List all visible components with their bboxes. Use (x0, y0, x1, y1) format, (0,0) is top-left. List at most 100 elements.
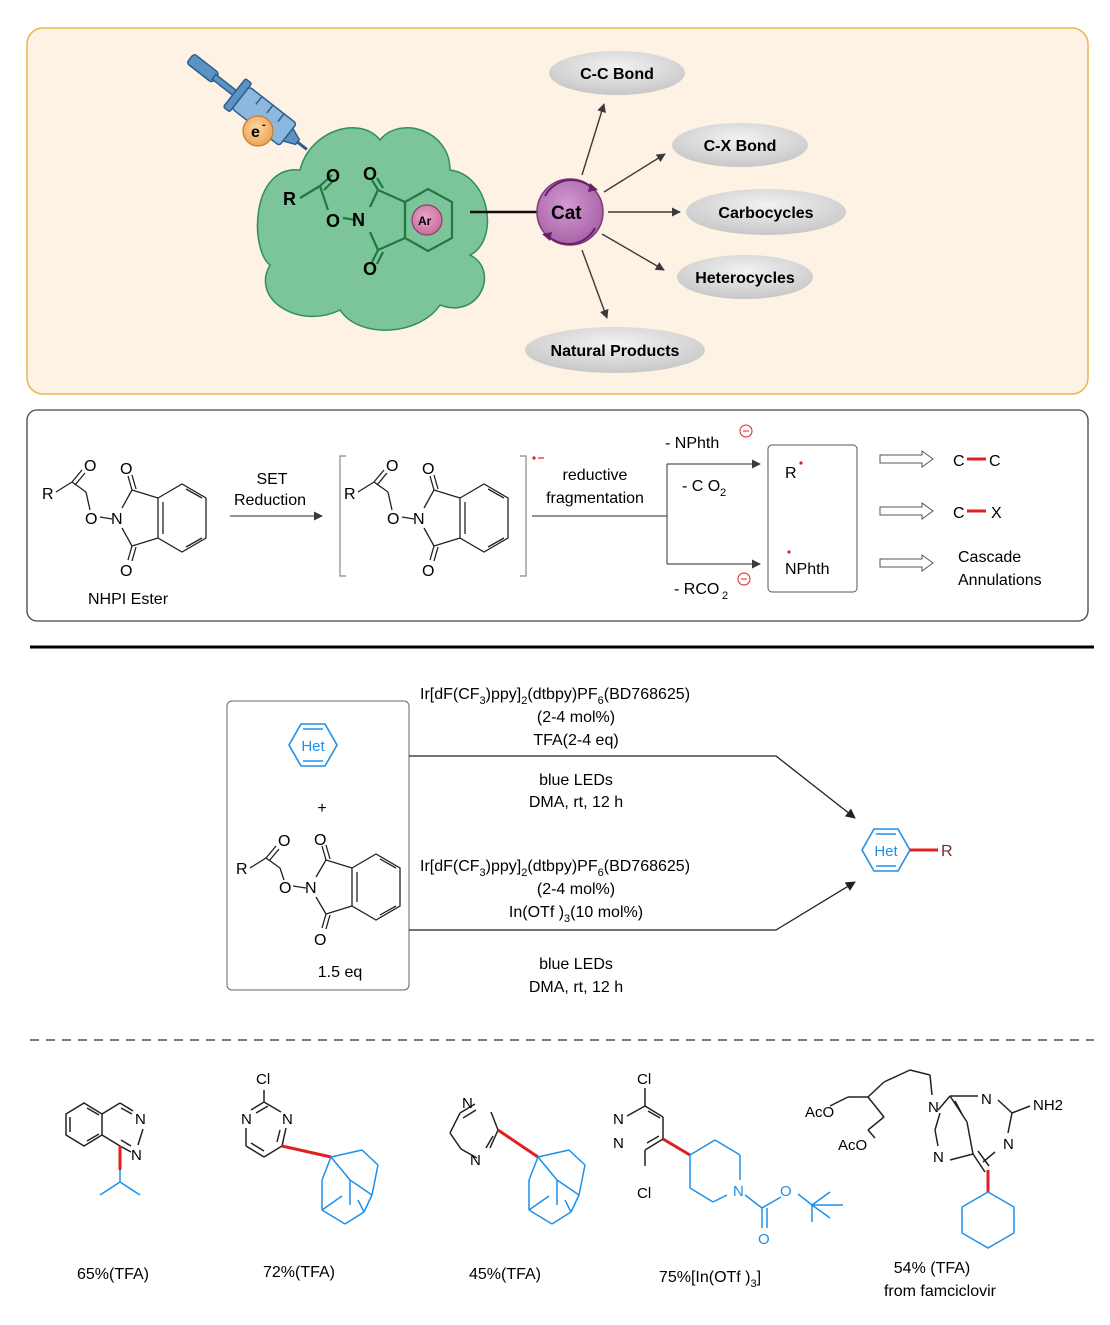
ester-R: R (42, 486, 54, 503)
svg-text:N: N (282, 1111, 293, 1128)
open-arrow-icon (879, 450, 934, 572)
cloud-shape (256, 127, 489, 331)
adamantane-blue (321, 1149, 379, 1225)
catalyst-label: Cat (551, 203, 582, 224)
reactant-O2: O (279, 880, 291, 897)
cond-bottom-loading: (2-4 mol%) (537, 881, 615, 898)
arrow-natural (581, 249, 609, 319)
svg-text:N: N (470, 1152, 481, 1169)
ester-O2: O (85, 511, 97, 528)
ester-O1: O (84, 458, 96, 475)
svg-text:Heterocycles: Heterocycles (695, 270, 795, 287)
arrow-bottom-condition (409, 881, 856, 931)
product-het-label: Het (874, 843, 898, 860)
svg-text:N: N (733, 1183, 744, 1200)
reactants-box (226, 700, 410, 991)
svg-text:C-C Bond: C-C Bond (580, 66, 654, 83)
top-panel: e - R O O N O O Ar (26, 27, 1089, 395)
examples-row: N N 65%(TFA) C (65, 1069, 1063, 1300)
mol-R: R (283, 189, 296, 209)
mechanism-panel: R O O N O O NHPI Ester SET Reduction (26, 409, 1089, 622)
electron-label: e (251, 124, 260, 141)
yield-4: 75%[In(OTf )3] (659, 1269, 761, 1290)
svg-text:N: N (613, 1135, 624, 1152)
mol-O2: O (326, 211, 340, 231)
mol-Ar: Ar (418, 214, 432, 228)
anion-O2: O (387, 511, 399, 528)
cond-top-loading: (2-4 mol%) (537, 709, 615, 726)
arrow-cc (581, 103, 606, 176)
yield-5: 54% (TFA) (894, 1260, 970, 1277)
example-3: N N 45%(TFA) (449, 1095, 586, 1283)
radical-R: R (785, 465, 797, 482)
anion-O4: O (422, 563, 434, 580)
reactant-R: R (236, 861, 248, 878)
product-pill-heterocycles: Heterocycles (677, 255, 813, 299)
aryl-ring (403, 187, 454, 253)
electron-icon (242, 115, 274, 147)
outcome-cascade-2: Annulations (958, 572, 1042, 589)
svg-text:AcO: AcO (805, 1104, 834, 1121)
product-pill-cx: C-X Bond (672, 123, 808, 167)
step1-line2: Reduction (234, 492, 306, 509)
product-R: R (941, 843, 953, 860)
electron-charge: - (262, 119, 266, 131)
svg-text:C-X Bond: C-X Bond (704, 138, 777, 155)
outcome-cc-b: C (989, 453, 1001, 470)
example-5: AcO AcO N N NH2 N N 54% (TFA) from famci… (805, 1069, 1063, 1300)
loss-co2: - C O (682, 478, 720, 495)
reactant-O1: O (278, 833, 290, 850)
reactant-O3: O (314, 832, 326, 849)
radicals-box (767, 444, 858, 593)
cond-bottom-solvent: DMA, rt, 12 h (529, 979, 623, 996)
anion-R: R (344, 486, 356, 503)
nhpi-ester-label: NHPI Ester (88, 591, 169, 608)
arrow-top-condition (409, 755, 856, 819)
aryl-circle (411, 204, 443, 236)
product-pill-carbocycles: Carbocycles (686, 189, 846, 235)
loss-nphth: - NPhth (665, 435, 719, 452)
svg-text:N: N (131, 1147, 142, 1164)
syringe-icon (187, 54, 308, 151)
reactant-N: N (305, 880, 317, 897)
outcome-cx-b: X (991, 505, 1002, 522)
cyclohexyl-blue (961, 1191, 1015, 1249)
example-4: Cl N N Cl N O (613, 1071, 843, 1290)
step2-line1: reductive (563, 467, 628, 484)
bracket-right (520, 455, 527, 577)
svg-text:N: N (981, 1091, 992, 1108)
cond-top-light: blue LEDs (539, 772, 613, 789)
equiv-label: 1.5 eq (318, 964, 362, 981)
outcome-cc-a: C (953, 453, 965, 470)
product-pill-cc: C-C Bond (549, 51, 685, 95)
cond-bottom-additive: In(OTf )3(10 mol%) (509, 904, 643, 925)
svg-text:N: N (1003, 1136, 1014, 1153)
reactant-ester-structure (249, 844, 401, 930)
example-2: Cl N N 72%(TFA) (241, 1071, 379, 1281)
bracket-left (339, 455, 346, 577)
anion-O3: O (422, 461, 434, 478)
svg-text:N: N (462, 1095, 473, 1112)
catalyst-cycle-icon (544, 178, 593, 197)
ester-O4: O (120, 563, 132, 580)
cond-top-catalyst: Ir[dF(CF3)ppy]2(dtbpy)PF6(BD768625) (420, 686, 690, 707)
loss-rco2: - RCO (674, 581, 719, 598)
radical-anion-structure (357, 469, 509, 562)
outcome-cascade-1: Cascade (958, 549, 1021, 566)
svg-text:Cl: Cl (256, 1071, 270, 1088)
svg-text:Natural Products: Natural Products (551, 343, 680, 360)
svg-text:N: N (241, 1111, 252, 1128)
loss-co2-sub: 2 (720, 487, 726, 499)
ester-N: N (111, 511, 123, 528)
step1-line1: SET (256, 471, 287, 488)
outcome-cx-a: C (953, 505, 965, 522)
svg-text:N: N (135, 1111, 146, 1128)
svg-text:N: N (613, 1111, 624, 1128)
example-1: N N 65%(TFA) (65, 1102, 149, 1283)
yield-5-note: from famciclovir (884, 1283, 997, 1300)
reaction-scheme: Het + R O O N O O 1.5 eq (226, 686, 953, 996)
ester-O3: O (120, 461, 132, 478)
step2-line2: fragmentation (546, 490, 644, 507)
plus-sign: + (317, 800, 326, 817)
